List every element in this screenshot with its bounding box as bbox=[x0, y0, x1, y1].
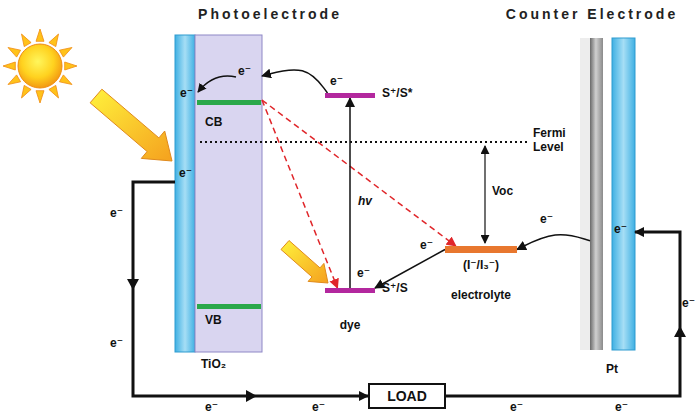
electron-label: e⁻ bbox=[614, 222, 627, 236]
circuit-wire bbox=[446, 232, 680, 396]
electron-arrow bbox=[262, 70, 328, 93]
load-box: LOAD bbox=[368, 383, 446, 409]
sun-ray bbox=[59, 75, 72, 85]
electron-label: e⁻ bbox=[510, 400, 523, 414]
sun-ray bbox=[22, 34, 32, 47]
voltage-label: Voc bbox=[492, 184, 513, 198]
electron-label: e⁻ bbox=[682, 296, 695, 310]
node-label: TiO₂ bbox=[201, 357, 226, 371]
tio2-layer bbox=[195, 35, 262, 352]
electron-label: e⁻ bbox=[357, 266, 370, 280]
electron-label: e⁻ bbox=[330, 74, 343, 88]
electron-label: e⁻ bbox=[110, 206, 123, 220]
level-label: Fermi Level bbox=[533, 126, 577, 154]
sun-ray bbox=[36, 29, 44, 41]
sun-icon bbox=[3, 29, 77, 103]
dye-ground-level: S⁺/S bbox=[325, 288, 375, 293]
sun-ray bbox=[8, 48, 21, 58]
electron-label: e⁻ bbox=[420, 238, 433, 252]
electrolyte-level: (I⁻/I₃⁻)electrolyte bbox=[445, 246, 517, 253]
sun-ray bbox=[49, 34, 59, 47]
sun-ray bbox=[3, 62, 15, 70]
section-heading: Counter Electrode bbox=[506, 5, 678, 23]
counter-glass bbox=[612, 38, 635, 350]
electron-arrow bbox=[517, 235, 590, 250]
sun-ray bbox=[36, 91, 44, 103]
dye-excited-level: S⁺/S* bbox=[325, 93, 375, 98]
valence-band-line bbox=[197, 304, 261, 309]
node-label: LOAD bbox=[387, 389, 427, 403]
sun-ray bbox=[22, 85, 32, 98]
electron-transfer-arrow bbox=[198, 76, 236, 92]
pt-counter-electrode: Pt bbox=[590, 38, 635, 350]
node-label: CB bbox=[205, 115, 222, 129]
node-label: VB bbox=[205, 313, 222, 327]
node-label: S⁺/S* bbox=[382, 86, 412, 100]
electron-label: e⁻ bbox=[179, 166, 192, 180]
electron-label: e⁻ bbox=[180, 86, 193, 100]
section-heading: Photoelectrode bbox=[198, 5, 342, 23]
electron-label: e⁻ bbox=[110, 336, 123, 350]
voc-arrow bbox=[484, 146, 485, 243]
fto-glass bbox=[175, 35, 195, 352]
sun-ray bbox=[65, 62, 77, 70]
electron-label: e⁻ bbox=[540, 212, 553, 226]
node-label: S⁺/S bbox=[382, 281, 408, 295]
sun-ray bbox=[59, 48, 72, 58]
sun-ray bbox=[8, 75, 21, 85]
light-arrow bbox=[90, 89, 172, 161]
sun-disc bbox=[18, 44, 62, 88]
electron-label: e⁻ bbox=[205, 400, 218, 414]
recombination-arrow bbox=[262, 100, 456, 246]
electron-label: e⁻ bbox=[238, 64, 251, 78]
component-label: dye bbox=[340, 318, 361, 332]
node-label: Pt bbox=[606, 362, 618, 376]
recombination-arrow bbox=[262, 100, 338, 288]
node-label: (I⁻/I₃⁻) bbox=[463, 258, 499, 272]
electron-label: e⁻ bbox=[615, 400, 628, 414]
electron-label: e⁻ bbox=[312, 400, 325, 414]
pt-layer bbox=[590, 38, 603, 350]
conduction-band-line bbox=[197, 100, 261, 105]
photon-label: hv bbox=[358, 194, 372, 208]
electron-arrow bbox=[349, 98, 351, 288]
tio2-photoelectrode: CBVBTiO₂ bbox=[175, 35, 262, 352]
sun-ray bbox=[49, 85, 59, 98]
light-arrow bbox=[281, 241, 328, 284]
node-label: electrolyte bbox=[451, 288, 511, 302]
fermi-level-line bbox=[200, 141, 530, 143]
sun-rays bbox=[3, 29, 77, 103]
